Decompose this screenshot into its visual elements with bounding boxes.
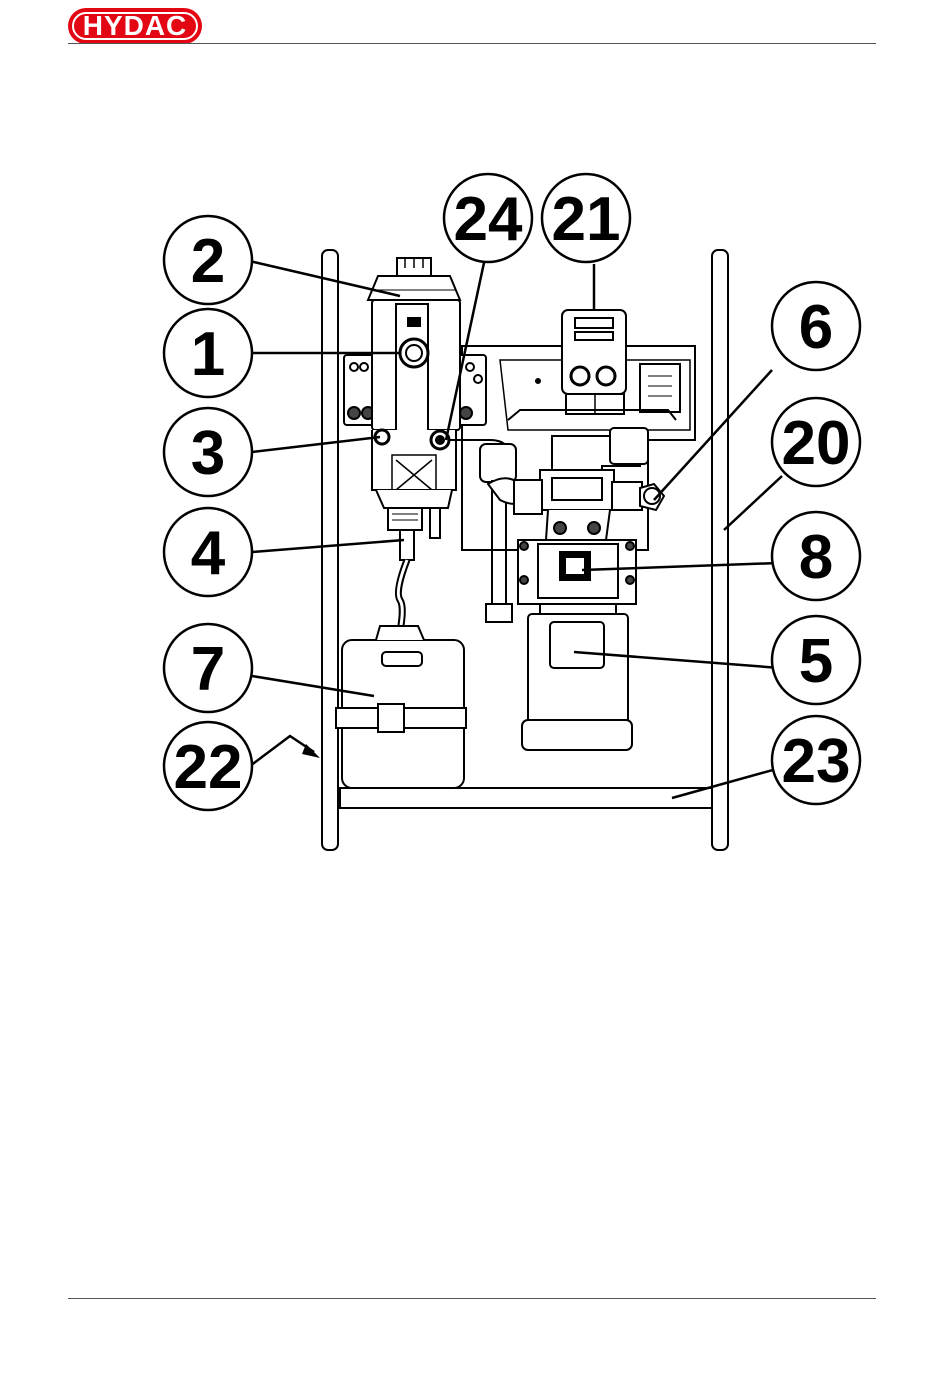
motor-5 bbox=[522, 604, 632, 750]
callout-label-20: 20 bbox=[782, 409, 851, 478]
filter-housing bbox=[368, 258, 460, 560]
callout-label-5: 5 bbox=[799, 627, 833, 696]
footer-rule bbox=[68, 1298, 876, 1299]
tank-7 bbox=[336, 626, 466, 788]
nameplate bbox=[640, 364, 680, 412]
callout-label-6: 6 bbox=[799, 293, 833, 362]
callout-label-3: 3 bbox=[191, 419, 225, 488]
callout-label-23: 23 bbox=[782, 727, 851, 796]
callout-label-24: 24 bbox=[454, 185, 523, 254]
callout-label-21: 21 bbox=[552, 185, 621, 254]
callout-label-4: 4 bbox=[191, 519, 226, 588]
callout-label-1: 1 bbox=[191, 320, 225, 389]
callout-label-8: 8 bbox=[799, 523, 833, 592]
callout-label-22: 22 bbox=[174, 733, 243, 802]
callout-label-2: 2 bbox=[191, 227, 225, 296]
drawing bbox=[245, 244, 782, 850]
callout-label-7: 7 bbox=[191, 635, 225, 704]
